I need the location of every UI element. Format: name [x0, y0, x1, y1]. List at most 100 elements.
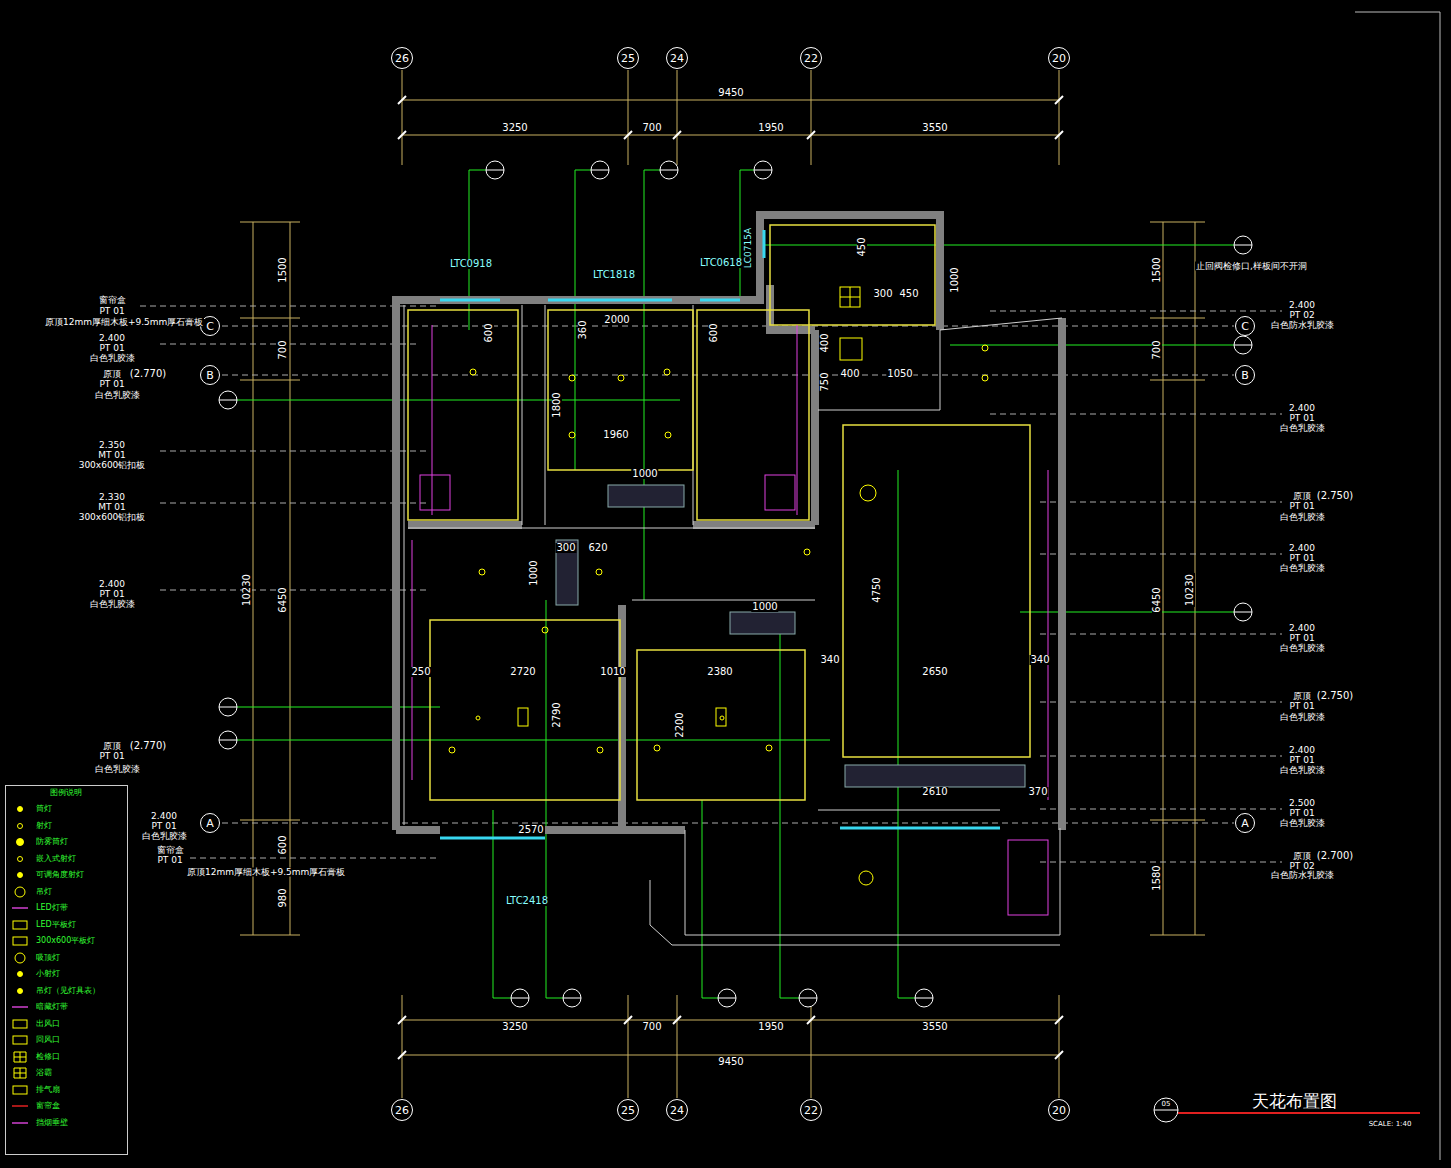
ceiling-note: 原顶12mm厚细木板+9.5mm厚石膏板 [186, 868, 346, 877]
dimension-text: 400 [820, 332, 830, 353]
dimension-text: 400 [839, 369, 860, 379]
legend-row: 嵌入式射灯 [10, 852, 76, 866]
dimension-text: 370 [1027, 787, 1048, 797]
legend-text: 嵌入式射灯 [36, 855, 76, 863]
grid-bubble: 22 [800, 1099, 822, 1121]
dimension-text: 2720 [509, 667, 536, 677]
legend-text: 筒灯 [36, 805, 52, 813]
window-code: LC0715A [744, 228, 753, 268]
grid-bubble: B [200, 365, 220, 385]
ceiling-tag: PT 01 [1288, 414, 1315, 423]
ceiling-tag: 白色乳胶漆 [89, 354, 136, 363]
legend-row: 吊灯 [10, 885, 52, 899]
ceiling-tag: PT 01 [1288, 554, 1315, 563]
legend-heading: 图例说明 [50, 789, 82, 797]
window-code: LTC2418 [505, 896, 549, 906]
grid-bubble: A [200, 813, 220, 833]
dimension-text: 620 [587, 543, 608, 553]
grid-bubble: B [1235, 365, 1255, 385]
grid-bubble: C [1235, 316, 1255, 336]
ceiling-tag: 2.400 [1288, 624, 1316, 633]
grid-number: 26 [395, 1105, 409, 1116]
legend-symbol [10, 1018, 30, 1030]
dimension-text: 340 [819, 655, 840, 665]
ceiling-tag: 白色乳胶漆 [1279, 564, 1326, 573]
legend-row: 排气扇 [10, 1083, 60, 1097]
dimension-text: (2.770) [129, 369, 167, 379]
legend-text: 吊灯 [36, 888, 52, 896]
legend-symbol [10, 886, 30, 898]
legend-row: 挡烟垂壁 [10, 1116, 68, 1130]
dimension-text: 10230 [1185, 573, 1195, 607]
legend-symbol [10, 952, 30, 964]
dimension-text: 3250 [501, 123, 528, 133]
legend-row: 检修口 [10, 1050, 60, 1064]
ceiling-tag: 2.400 [98, 334, 126, 343]
ceiling-tag: 2.400 [1288, 301, 1316, 310]
ceiling-tag: 原顶 [1292, 852, 1312, 861]
ceiling-tag: 2.400 [150, 812, 178, 821]
ceiling-tag: PT 01 [98, 752, 125, 761]
ceiling-outlines [408, 225, 1030, 800]
ceiling-note: 止回阀检修口,样板间不开洞 [1195, 262, 1308, 271]
dimension-text: 1960 [602, 430, 629, 440]
ceiling-tag: 原顶 [1292, 692, 1312, 701]
grid-number: A [206, 818, 214, 829]
grid-bubble: 20 [1048, 1099, 1070, 1121]
dimension-text: (2.750) [1316, 491, 1354, 501]
dimension-text: 1050 [886, 369, 913, 379]
legend-text: 小射灯 [36, 970, 60, 978]
grid-number: 22 [804, 1105, 818, 1116]
bathroom-fixtures [412, 325, 1048, 915]
window-code: LTC0618 [699, 258, 743, 268]
dimension-text: 9450 [717, 88, 744, 98]
dimension-text: (2.700) [1316, 851, 1354, 861]
dimension-text: 340 [1029, 655, 1050, 665]
grid-bubble: A [1235, 813, 1255, 833]
dimension-text: 1500 [278, 256, 288, 283]
grid-number: B [206, 370, 214, 381]
ceiling-tag: MT 01 [97, 451, 127, 460]
legend-row: 浴霸 [10, 1066, 52, 1080]
ceiling-tag: 白色乳胶漆 [94, 391, 141, 400]
dimension-text: 1000 [529, 559, 539, 586]
grid-number: C [206, 321, 214, 332]
legend-symbol [10, 853, 30, 865]
dimension-text: 2570 [517, 825, 544, 835]
legend-row: 吊灯（见灯具表） [10, 984, 100, 998]
dimension-text: 700 [641, 123, 662, 133]
legend-symbol [10, 1051, 30, 1063]
legend-symbol [10, 935, 30, 947]
ceiling-tag: 2.400 [98, 580, 126, 589]
dimension-text: 2790 [552, 701, 562, 728]
dimension-text: (2.750) [1316, 691, 1354, 701]
ceiling-note: 原顶12mm厚细木板+9.5mm厚石膏板 [44, 318, 204, 327]
section-leader-lines [237, 170, 1234, 998]
dimension-text: 700 [278, 339, 288, 360]
title-block-text: 05 [1162, 1101, 1171, 1108]
ceiling-tag: 原顶 [1292, 492, 1312, 501]
grid-number: 24 [670, 1105, 684, 1116]
legend-symbol [10, 1117, 30, 1129]
ceiling-tag: 白色乳胶漆 [1279, 819, 1326, 828]
legend-row: 防雾筒灯 [10, 835, 68, 849]
ceiling-tag: 白色乳胶漆 [1279, 644, 1326, 653]
grid-number: 22 [804, 53, 818, 64]
dimension-text: 1500 [1152, 256, 1162, 283]
dimension-text: 3550 [921, 1022, 948, 1032]
ceiling-tag: MT 01 [97, 503, 127, 512]
legend-symbol [10, 869, 30, 881]
legend-text: 检修口 [36, 1053, 60, 1061]
downlights [449, 345, 988, 885]
ceiling-tag: 白色乳胶漆 [89, 600, 136, 609]
legend-text: 射灯 [36, 822, 52, 830]
legend-text: 排气扇 [36, 1086, 60, 1094]
grid-bubble: 26 [391, 47, 413, 69]
grid-number: 26 [395, 53, 409, 64]
legend-row: 出风口 [10, 1017, 60, 1031]
legend-text: 300x600平板灯 [36, 937, 95, 945]
legend-symbol [10, 1084, 30, 1096]
grid-bubble: 22 [800, 47, 822, 69]
ceiling-tag: PT 02 [1288, 862, 1315, 871]
grid-number: 20 [1052, 53, 1066, 64]
